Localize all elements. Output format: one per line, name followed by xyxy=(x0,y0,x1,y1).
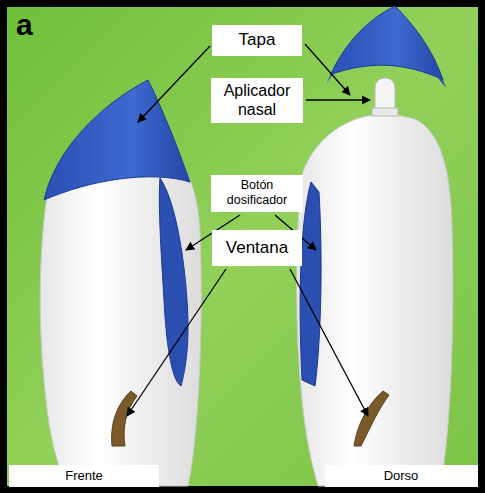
part-label: Aplicador nasal xyxy=(211,78,303,123)
background xyxy=(7,7,478,486)
leader-lines xyxy=(127,44,370,416)
label-text: Frente xyxy=(65,468,103,484)
part-label: Botón dosificador xyxy=(211,175,303,212)
label-text: Aplicador nasal xyxy=(217,81,297,119)
part-label: Tapa xyxy=(212,25,302,56)
panel-letter: a xyxy=(16,8,33,42)
back-bottle xyxy=(297,6,453,486)
label-text: Ventana xyxy=(226,238,288,258)
label-text: Botón dosificador xyxy=(215,178,299,208)
label-text: Tapa xyxy=(239,30,276,50)
front-bottle xyxy=(40,80,201,486)
label-text: Dorso xyxy=(384,468,419,484)
part-label: Ventana xyxy=(212,230,302,266)
view-label: Dorso xyxy=(325,465,478,487)
view-label: Frente xyxy=(9,465,159,487)
